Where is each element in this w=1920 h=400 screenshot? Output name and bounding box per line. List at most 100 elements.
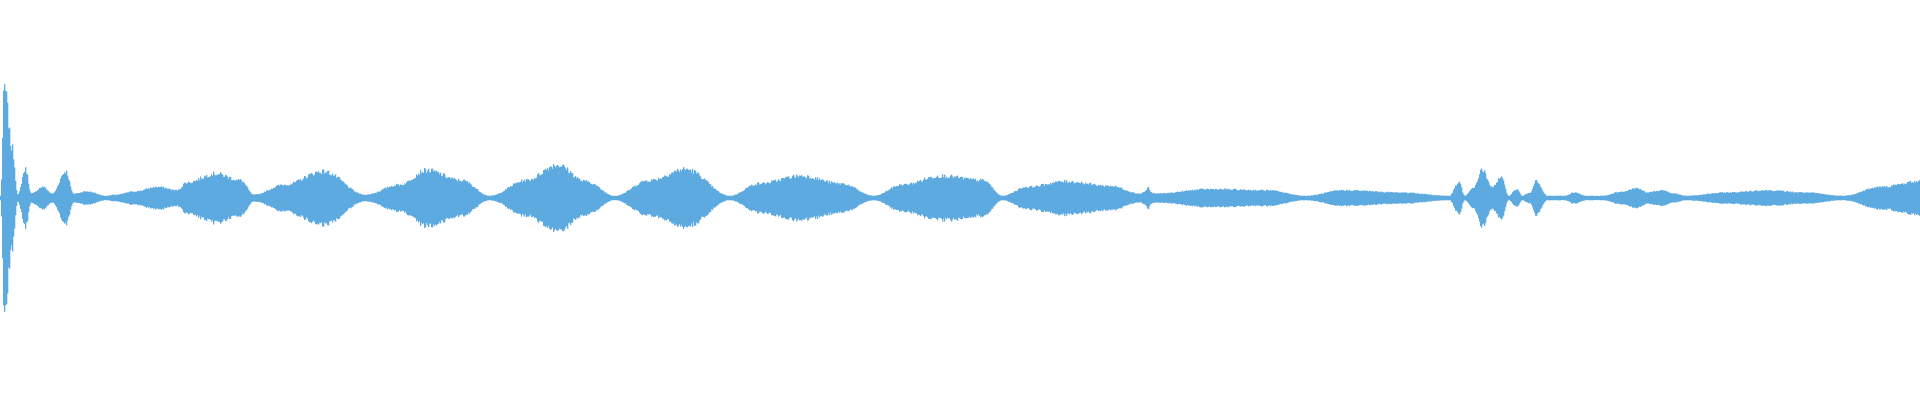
waveform-sample-bar <box>420 170 422 226</box>
waveform-sample-bar <box>255 194 257 202</box>
waveform-sample-bar <box>311 172 313 224</box>
waveform-sample-bar <box>1868 188 1870 208</box>
waveform-sample-bar <box>1729 192 1731 204</box>
waveform-sample-bar <box>1573 193 1575 203</box>
waveform-sample-bar <box>1520 194 1522 202</box>
waveform-sample-bar <box>1092 184 1094 212</box>
waveform-sample-bar <box>1135 193 1137 203</box>
waveform-sample-bar <box>1060 181 1062 215</box>
waveform-sample-bar <box>408 180 410 216</box>
waveform-sample-bar <box>732 195 734 201</box>
waveform-sample-bar <box>709 184 711 212</box>
waveform-sample-bar <box>656 180 658 216</box>
waveform-sample-bar <box>1617 192 1619 204</box>
waveform-sample-bar <box>716 190 718 206</box>
waveform-sample-bar <box>1802 192 1804 204</box>
waveform-sample-bar <box>1473 188 1475 208</box>
waveform-sample-bar <box>1076 182 1078 214</box>
waveform-sample-bar <box>474 187 476 209</box>
waveform-sample-bar <box>978 181 980 215</box>
waveform-sample-bar <box>1721 192 1723 204</box>
waveform-sample-bar <box>954 176 956 220</box>
waveform-sample-bar <box>321 174 323 222</box>
waveform-sample-bar <box>1460 184 1462 212</box>
waveform-sample-bar <box>176 189 178 207</box>
waveform-sample-bar <box>1353 190 1355 206</box>
waveform-sample-bar <box>960 177 962 219</box>
waveform-sample-bar <box>971 179 973 217</box>
waveform-sample-bar <box>1866 189 1868 207</box>
waveform-sample-bar <box>901 184 903 212</box>
waveform-sample-bar <box>95 193 97 203</box>
waveform-sample-bar <box>1459 181 1461 215</box>
waveform-sample-bar <box>1486 178 1488 218</box>
waveform-sample-bar <box>1658 191 1660 205</box>
waveform-sample-bar <box>505 189 507 207</box>
waveform-sample-bar <box>1488 181 1490 215</box>
waveform-sample-bar <box>1580 194 1582 202</box>
waveform-sample-bar <box>506 189 508 207</box>
waveform-sample-bar <box>868 195 870 201</box>
waveform-sample-bar <box>1659 190 1661 206</box>
waveform-sample-bar <box>230 177 232 219</box>
waveform-sample-bar <box>1286 192 1288 204</box>
waveform-sample-bar <box>787 176 789 220</box>
waveform-sample-bar <box>597 185 599 211</box>
waveform-sample-bar <box>1074 183 1076 213</box>
waveform-sample-bar <box>1815 193 1817 203</box>
waveform-sample-bar <box>1529 192 1531 204</box>
waveform-sample-bar <box>144 189 146 207</box>
waveform-sample-bar <box>1388 192 1390 204</box>
waveform-sample-bar <box>1366 190 1368 206</box>
waveform-sample-bar <box>763 182 765 214</box>
waveform-sample-bar <box>1669 192 1671 203</box>
waveform-sample-bar <box>969 179 971 217</box>
waveform-sample-bar <box>803 176 805 220</box>
waveform-sample-bar <box>513 183 515 213</box>
waveform-sample-bar <box>431 168 433 228</box>
waveform-sample-bar <box>911 182 913 214</box>
waveform-sample-bar <box>170 189 172 207</box>
waveform-sample-bar <box>1051 184 1053 212</box>
waveform-sample-bar <box>247 187 249 209</box>
waveform-sample-bar <box>610 195 612 201</box>
waveform-sample-bar <box>193 181 195 215</box>
waveform-sample-bar <box>1271 190 1273 206</box>
waveform-sample-bar <box>1591 195 1593 201</box>
waveform-sample-bar <box>1223 189 1225 207</box>
waveform-sample-bar <box>718 191 720 205</box>
waveform-sample-bar <box>1710 193 1712 203</box>
waveform-sample-bar <box>672 172 674 224</box>
waveform-sample-bar <box>1307 195 1309 201</box>
waveform-sample-bar <box>1205 189 1207 207</box>
waveform-sample-bar <box>625 192 627 204</box>
waveform-sample-bar <box>1465 195 1467 201</box>
waveform-sample-bar <box>1259 190 1261 206</box>
waveform-sample-bar <box>18 193 20 203</box>
waveform-sample-bar <box>566 170 568 226</box>
waveform-sample-bar <box>983 179 985 217</box>
waveform-sample-bar <box>1619 192 1621 204</box>
waveform-sample-bar <box>1901 183 1903 213</box>
waveform-sample-bar <box>262 192 264 204</box>
waveform-sample-bar <box>1863 190 1865 206</box>
waveform-sample-bar <box>1650 192 1652 205</box>
waveform-sample-bar <box>704 178 706 218</box>
waveform-sample-bar <box>991 187 993 209</box>
waveform-sample-bar <box>1159 193 1161 203</box>
waveform-sample-bar <box>436 170 438 226</box>
waveform-sample-bar <box>1363 190 1365 206</box>
waveform-sample-bar <box>1186 190 1188 206</box>
waveform-sample-bar <box>1200 188 1202 208</box>
waveform-sample-bar <box>1899 184 1901 212</box>
waveform-sample-bar <box>1664 190 1666 206</box>
waveform-sample-bar <box>1340 190 1342 206</box>
waveform-sample-bar <box>833 182 835 214</box>
waveform-sample-bar <box>1638 188 1640 208</box>
waveform-sample-bar <box>1792 191 1794 205</box>
waveform-sample-bar <box>263 193 265 204</box>
waveform-sample-bar <box>360 193 362 203</box>
waveform-sample-bar <box>492 195 494 201</box>
waveform-sample-bar <box>1572 192 1574 204</box>
waveform-sample-bar <box>463 179 465 217</box>
